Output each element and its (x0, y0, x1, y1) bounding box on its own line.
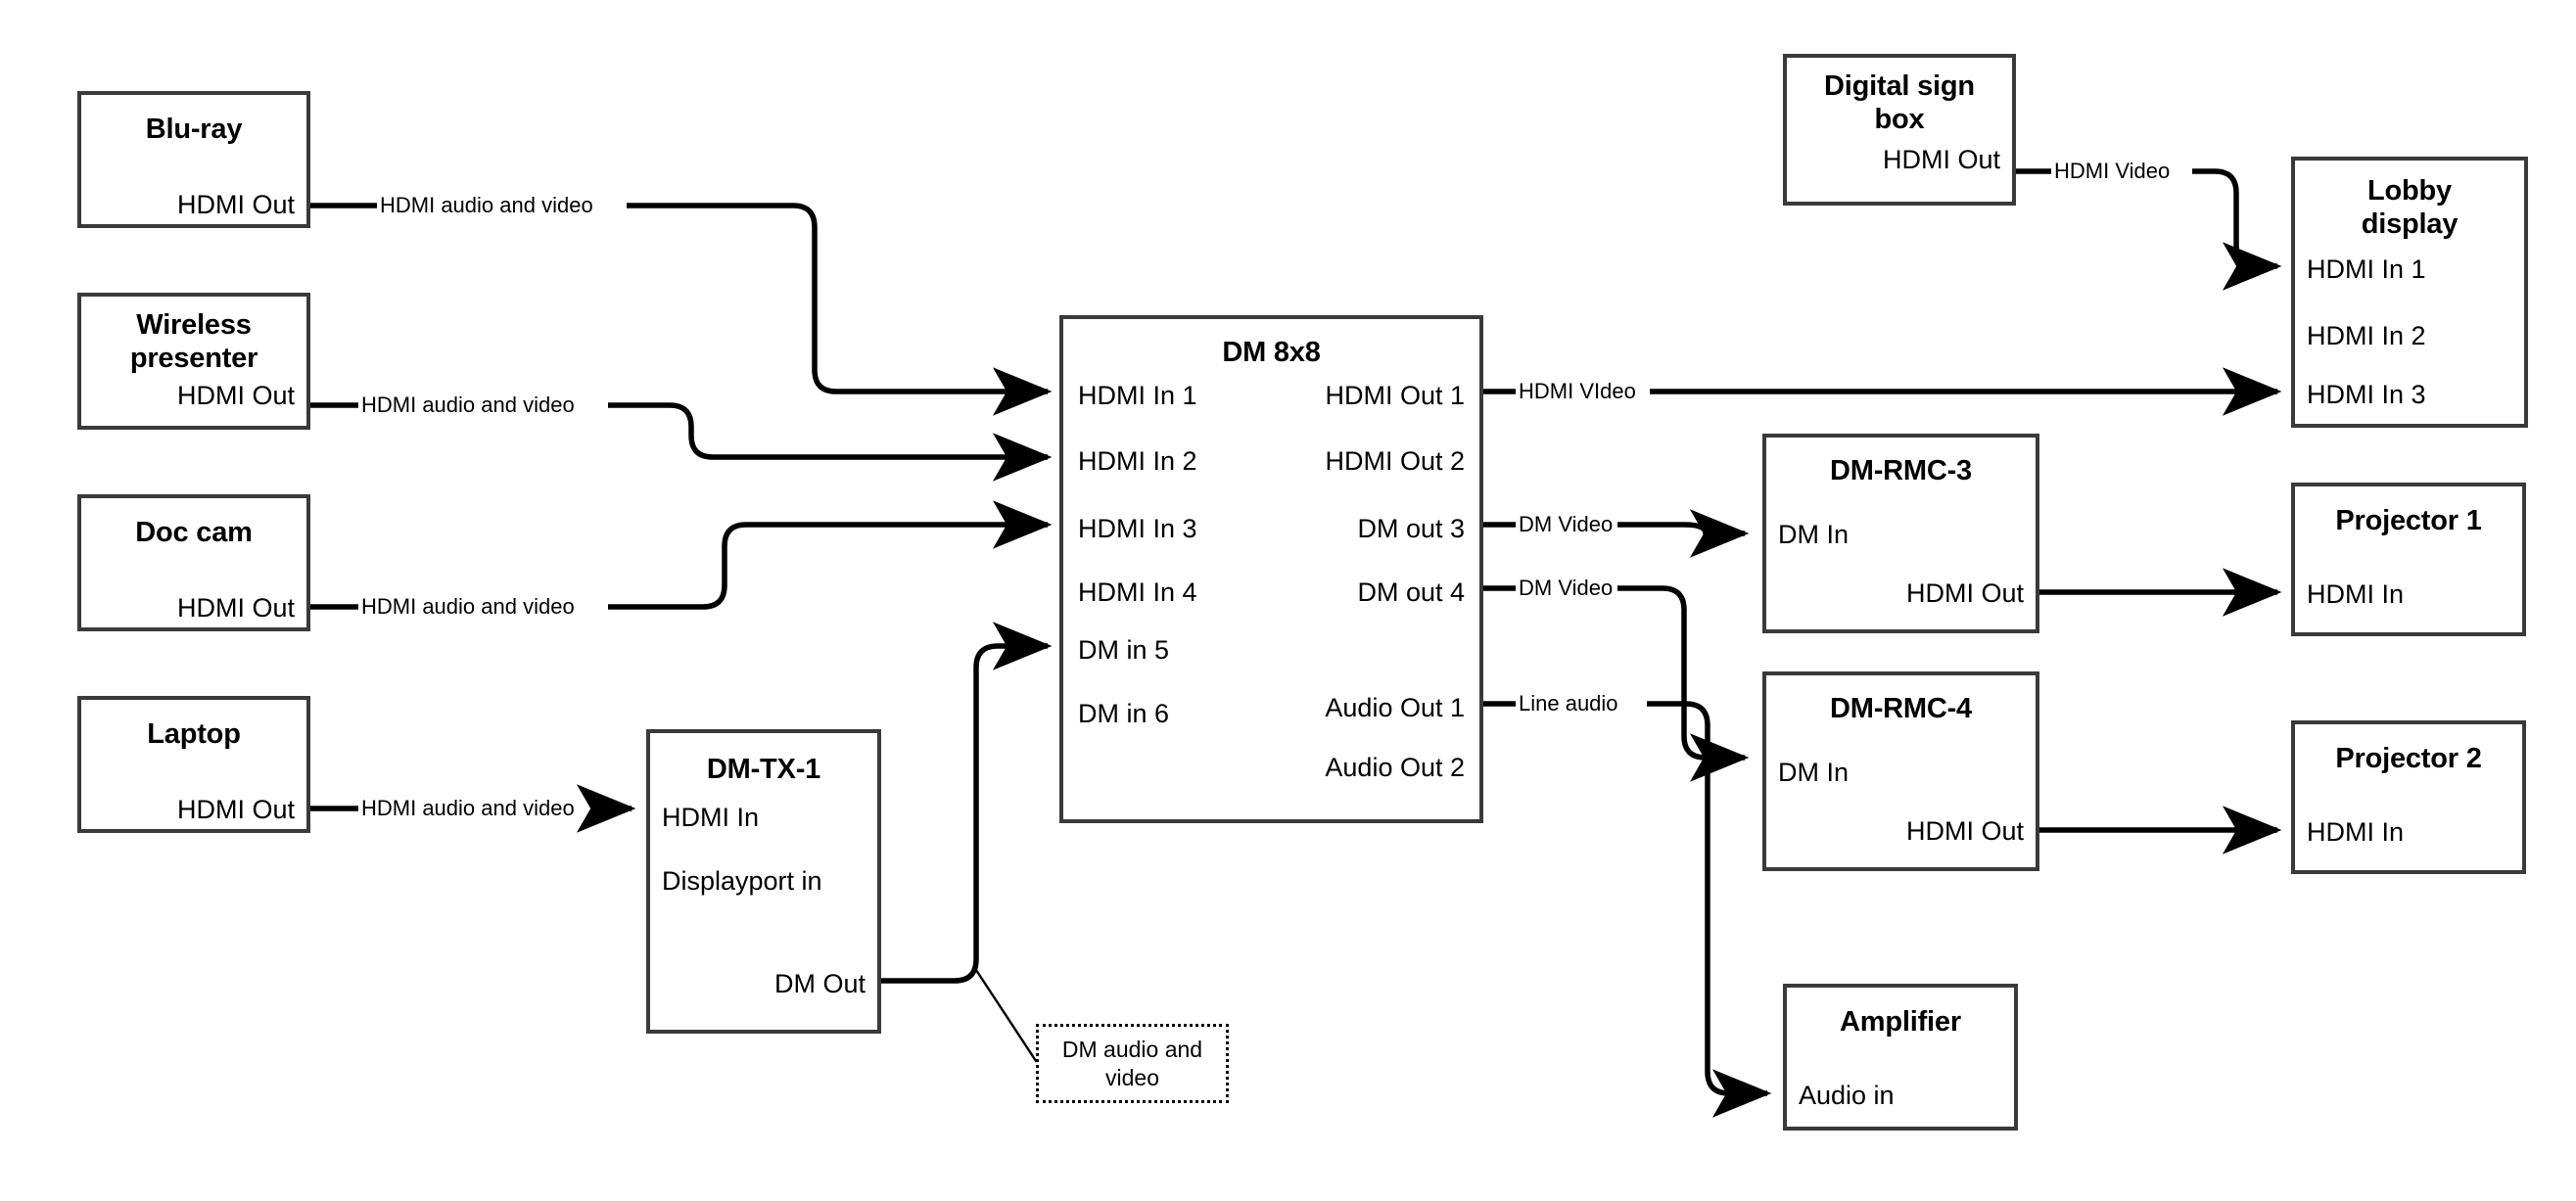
wire-bluray-to-dm8x8-in1 (310, 203, 1048, 392)
callout-leader-line (972, 966, 1042, 1068)
wire-dm8x8-dmout4-to-dmrmc4-in (1483, 585, 1745, 758)
node-dm-8x8-input-dm-in-6: DM in 6 (1078, 699, 1170, 728)
node-amplifier-title: Amplifier (1840, 1006, 1961, 1038)
node-dm-8x8-output-audio-out-2: Audio Out 2 (1325, 753, 1465, 782)
node-bluray-port-hdmi-out: HDMI Out (176, 190, 295, 219)
node-wireless-presenter-port-hdmi-out: HDMI Out (176, 381, 295, 410)
callout-line-1: DM audio and (1061, 1036, 1203, 1062)
node-dm-rmc-4-title: DM-RMC-4 (1830, 693, 1972, 724)
wire-dm8x8-audioout1-to-amplifier-in (1483, 701, 1767, 1093)
node-digital-sign-box-port-hdmi-out: HDMI Out (1882, 145, 2000, 174)
node-lobby-display-input-hdmi-in-2: HDMI In 2 (2307, 321, 2426, 350)
wire-digitalsign-to-lobby-in1 (2016, 168, 2277, 266)
node-dm-rmc-4-port-hdmi-out: HDMI Out (1905, 816, 2024, 846)
node-digital-sign-box[interactable]: Digital sign box HDMI Out (1783, 54, 2016, 206)
node-dm-8x8-input-hdmi-in-4: HDMI In 4 (1078, 577, 1197, 607)
edge-label-audioout1-to-amplifier: Line audio (1516, 691, 1621, 716)
node-dm-8x8-output-hdmi-out-2: HDMI Out 2 (1325, 446, 1465, 476)
node-dm-8x8-input-hdmi-in-1: HDMI In 1 (1078, 381, 1197, 410)
node-lobby-display-title-line1: Lobby (2367, 175, 2452, 207)
node-digital-sign-box-title-line1: Digital sign (1824, 70, 1975, 102)
node-wireless-presenter-title-line1: Wireless (136, 309, 252, 341)
node-projector-1-port-hdmi-in: HDMI In (2307, 579, 2405, 609)
node-dm-8x8-input-dm-in-5: DM in 5 (1078, 635, 1170, 665)
node-lobby-display-input-hdmi-in-3: HDMI In 3 (2307, 380, 2426, 409)
node-dm-8x8-input-hdmi-in-3: HDMI In 3 (1078, 514, 1197, 543)
node-doc-cam-title: Doc cam (135, 517, 253, 548)
node-dm-tx-1-port-displayport-in: Displayport in (662, 866, 822, 896)
edge-label-dmout3-to-dmrmc3: DM Video (1516, 512, 1616, 537)
node-doc-cam[interactable]: Doc cam HDMI Out (77, 494, 310, 631)
node-dm-rmc-3-port-dm-in: DM In (1778, 520, 1850, 549)
node-laptop[interactable]: Laptop HDMI Out (77, 696, 310, 833)
node-projector-1-title: Projector 1 (2335, 505, 2482, 536)
node-dm-8x8-output-dm-out-3: DM out 3 (1357, 514, 1465, 543)
node-lobby-display-title-line2: display (2361, 208, 2459, 240)
edge-label-dmout4-to-dmrmc4: DM Video (1516, 576, 1616, 601)
node-laptop-title: Laptop (147, 718, 241, 750)
node-dm-tx-1[interactable]: DM-TX-1 HDMI In Displayport in DM Out (646, 729, 881, 1034)
edge-label-hdmiout1-to-lobby-in3: HDMI VIdeo (1516, 379, 1639, 404)
node-bluray[interactable]: Blu-ray HDMI Out (77, 91, 310, 228)
node-doc-cam-port-hdmi-out: HDMI Out (176, 593, 295, 623)
wire-dm8x8-dmout3-to-dmrmc3-in (1483, 525, 1745, 533)
edge-label-digitalsign-to-lobby-in1: HDMI Video (2051, 159, 2174, 184)
node-dm-tx-1-port-dm-out: DM Out (773, 969, 866, 998)
edge-label-doccam-to-dm8x8-in3: HDMI audio and video (358, 594, 578, 620)
node-dm-8x8-output-dm-out-4: DM out 4 (1357, 577, 1465, 607)
node-dm-8x8-output-hdmi-out-1: HDMI Out 1 (1325, 381, 1465, 410)
node-amplifier-port-audio-in: Audio in (1799, 1081, 1895, 1110)
node-dm-rmc-4-port-dm-in: DM In (1778, 758, 1850, 787)
node-projector-2[interactable]: Projector 2 HDMI In (2291, 720, 2526, 874)
node-digital-sign-box-title-line2: box (1874, 104, 1925, 135)
node-lobby-display-input-hdmi-in-1: HDMI In 1 (2307, 254, 2426, 284)
edge-label-wireless-to-dm8x8-in2: HDMI audio and video (358, 393, 578, 418)
callout-dm-audio-and-video: DM audio and video (1036, 1024, 1229, 1103)
node-dm-rmc-4[interactable]: DM-RMC-4 DM In HDMI Out (1762, 671, 2039, 871)
edge-label-laptop-to-dmtx1: HDMI audio and video (358, 796, 578, 821)
wire-doccam-to-dm8x8-in3 (310, 525, 1048, 610)
node-dm-rmc-3-port-hdmi-out: HDMI Out (1905, 578, 2024, 608)
node-dm-8x8[interactable]: DM 8x8 HDMI In 1 HDMI In 2 HDMI In 3 HDM… (1059, 315, 1483, 823)
node-projector-1[interactable]: Projector 1 HDMI In (2291, 483, 2526, 636)
node-bluray-title: Blu-ray (145, 114, 243, 145)
node-dm-8x8-title: DM 8x8 (1222, 337, 1321, 368)
node-projector-2-title: Projector 2 (2335, 743, 2482, 774)
node-dm-rmc-3-title: DM-RMC-3 (1830, 455, 1972, 486)
node-dm-tx-1-port-hdmi-in: HDMI In (662, 803, 760, 832)
node-wireless-presenter[interactable]: Wireless presenter HDMI Out (77, 293, 310, 430)
wire-dmtx1-out-to-dm8x8-in5 (881, 622, 1053, 984)
node-dm-rmc-3[interactable]: DM-RMC-3 DM In HDMI Out (1762, 434, 2039, 633)
node-dm-8x8-output-audio-out-1: Audio Out 1 (1325, 693, 1465, 722)
node-projector-2-port-hdmi-in: HDMI In (2307, 817, 2405, 847)
node-dm-tx-1-title: DM-TX-1 (706, 754, 821, 785)
node-amplifier[interactable]: Amplifier Audio in (1783, 984, 2018, 1131)
node-laptop-port-hdmi-out: HDMI Out (176, 795, 295, 824)
node-dm-8x8-input-hdmi-in-2: HDMI In 2 (1078, 446, 1197, 476)
edge-label-bluray-to-dm8x8-in1: HDMI audio and video (377, 193, 596, 218)
callout-line-2: video (1105, 1064, 1159, 1090)
wire-wireless-to-dm8x8-in2 (310, 405, 1048, 457)
node-lobby-display[interactable]: Lobby display HDMI In 1 HDMI In 2 HDMI I… (2291, 157, 2528, 428)
node-wireless-presenter-title-line2: presenter (129, 343, 258, 374)
